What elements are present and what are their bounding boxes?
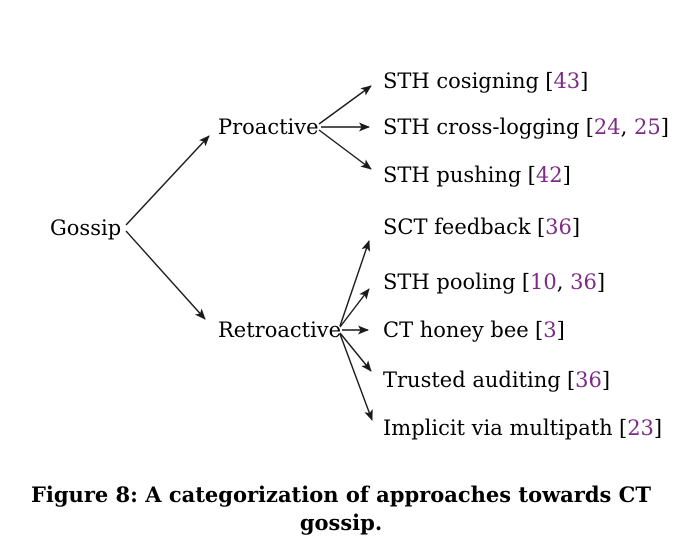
node-trusted-auditing: Trusted auditing[36]	[383, 367, 610, 393]
edge-gossip-retroactive	[125, 230, 206, 320]
citation-separator: ,	[556, 270, 571, 294]
citation-bracket-open: [	[536, 215, 546, 239]
citation-ref[interactable]: 36	[545, 215, 572, 239]
citation-bracket-close: ]	[562, 163, 571, 187]
node-sth-cosigning: STH cosigning[43]	[383, 68, 588, 94]
citation-bracket-close: ]	[601, 368, 611, 392]
node-sct-feedback: SCT feedback[36]	[383, 214, 580, 240]
citation-separator: ,	[620, 115, 634, 139]
citation-ref[interactable]: 36	[570, 270, 597, 294]
citation-ref[interactable]: 23	[627, 416, 654, 440]
citation-bracket-open: [	[585, 115, 594, 139]
citation-ref[interactable]: 25	[634, 115, 661, 139]
leaf-label: Implicit via multipath	[383, 416, 613, 440]
node-gossip: Gossip	[50, 216, 122, 240]
citation-bracket-close: ]	[571, 215, 581, 239]
citation-ref[interactable]: 36	[575, 368, 602, 392]
node-ct-honey-bee: CT honey bee[3]	[383, 317, 565, 343]
edge-retroactive-sth-pooling	[339, 288, 370, 328]
citation-bracket-open: [	[545, 69, 554, 93]
citation-bracket-close: ]	[653, 416, 663, 440]
citation-ref[interactable]: 3	[543, 318, 557, 342]
edge-proactive-sth-cosigning	[318, 85, 372, 125]
edge-retroactive-trusted-auditing	[339, 332, 372, 372]
citation-bracket-close: ]	[580, 69, 589, 93]
citation-bracket-close: ]	[596, 270, 606, 294]
citation-ref[interactable]: 24	[593, 115, 621, 139]
citation-bracket-open: [	[618, 416, 628, 440]
edge-retroactive-sct-feedback	[339, 240, 371, 327]
node-retroactive: Retroactive	[218, 318, 342, 342]
node-sth-pooling: STH pooling[10, 36]	[383, 269, 605, 295]
node-sth-cross-logging: STH cross-logging[24, 25]	[383, 114, 669, 140]
citation-bracket-open: [	[521, 270, 531, 294]
leaf-label: STH pushing	[383, 163, 522, 187]
edge-retroactive-implicit-multipath	[339, 333, 373, 421]
citation-ref[interactable]: 10	[530, 270, 557, 294]
leaf-label: Trusted auditing	[383, 368, 561, 392]
figure-caption: Figure 8: A categorization of approaches…	[30, 482, 651, 535]
node-implicit-via-multipath: Implicit via multipath[23]	[383, 415, 662, 441]
citation-bracket-close: ]	[660, 115, 669, 139]
leaf-label: STH cross-logging	[383, 115, 580, 139]
citation-bracket-open: [	[566, 368, 576, 392]
citation-bracket-open: [	[535, 318, 544, 342]
leaf-label: CT honey bee	[383, 318, 529, 342]
citation-bracket-close: ]	[556, 318, 565, 342]
node-proactive: Proactive	[218, 115, 319, 139]
leaf-label: STH cosigning	[383, 69, 539, 93]
edge-gossip-proactive	[125, 135, 210, 226]
citation-ref[interactable]: 43	[553, 69, 581, 93]
leaf-label: SCT feedback	[383, 215, 531, 239]
leaf-label: STH pooling	[383, 270, 516, 294]
node-sth-pushing: STH pushing[42]	[383, 162, 571, 188]
citation-bracket-open: [	[527, 163, 536, 187]
citation-ref[interactable]: 42	[535, 163, 563, 187]
edge-proactive-sth-pushing	[318, 129, 372, 170]
